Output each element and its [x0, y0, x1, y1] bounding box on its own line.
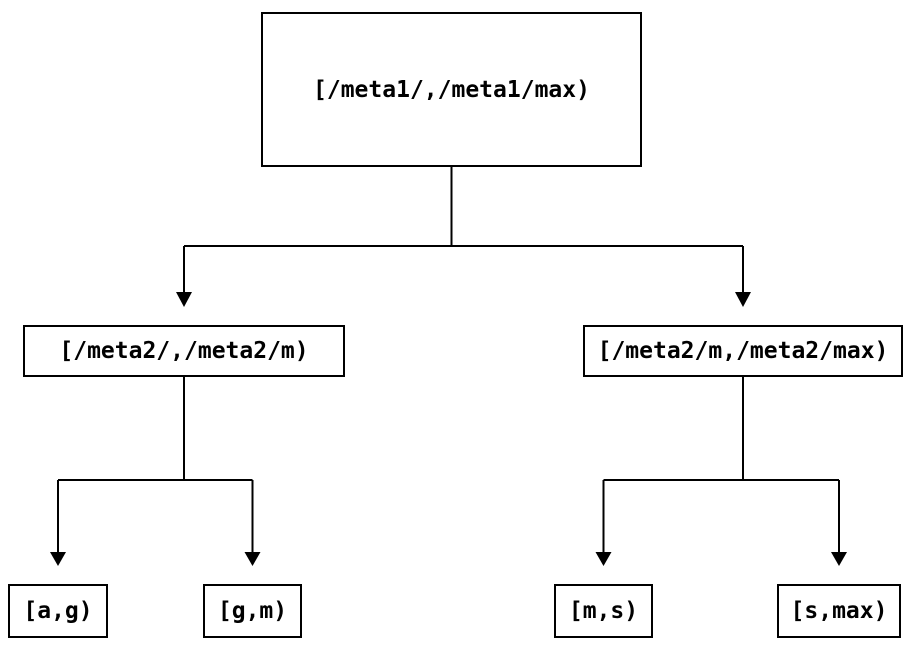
node-meta2-right: [/meta2/m,/meta2/max): [583, 325, 903, 377]
arrowhead-down-icon: [735, 292, 751, 307]
node-leaf-ms-label: [m,s): [568, 598, 639, 624]
arrowhead-down-icon: [595, 552, 612, 566]
arrowhead-down-icon: [176, 292, 192, 307]
node-leaf-gm-label: [g,m): [217, 598, 288, 624]
node-meta2-left: [/meta2/,/meta2/m): [23, 325, 345, 377]
node-leaf-gm: [g,m): [203, 584, 302, 638]
node-leaf-ag-label: [a,g): [23, 598, 93, 624]
arrowhead-down-icon: [244, 552, 261, 566]
node-leaf-ms: [m,s): [554, 584, 653, 638]
node-meta2-left-label: [/meta2/,/meta2/m): [59, 338, 309, 364]
node-leaf-smax: [s,max): [777, 584, 901, 638]
node-root: [/meta1/,/meta1/max): [261, 12, 642, 167]
node-leaf-ag: [a,g): [8, 584, 108, 638]
arrowhead-down-icon: [50, 552, 66, 566]
node-root-label: [/meta1/,/meta1/max): [313, 76, 590, 103]
node-meta2-right-label: [/meta2/m,/meta2/max): [597, 338, 889, 364]
arrowhead-down-icon: [831, 552, 847, 566]
node-leaf-smax-label: [s,max): [790, 598, 888, 624]
